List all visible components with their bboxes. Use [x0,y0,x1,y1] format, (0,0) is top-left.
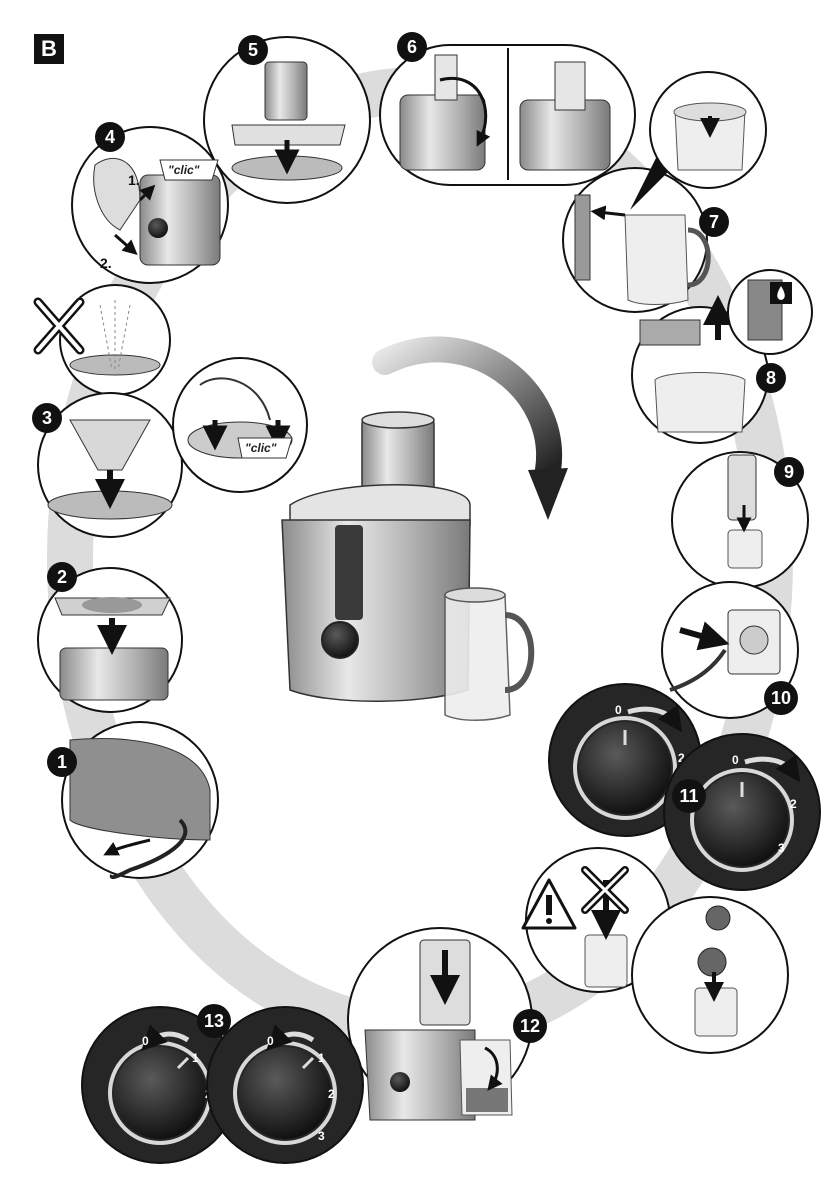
step-2-panel [37,567,183,713]
step-13-dial-b: 0 1 2 3 [206,1006,364,1164]
step-7-panel [562,150,711,313]
step-badge-13: 13 [197,1004,231,1038]
warning-triangle-icon [521,878,577,930]
step-7-detail-panel [649,71,767,189]
forbidden-panel [33,284,171,396]
svg-text:7: 7 [709,212,719,232]
dial-a-two: 2 [678,751,685,765]
dial-13a-one: 1 [192,1051,199,1065]
dial-13b-two: 2 [328,1087,335,1101]
dial-b-zero: 0 [732,753,739,767]
svg-text:8: 8 [766,368,776,388]
step-badge-12: 12 [513,1009,547,1043]
step-badge-10: 10 [764,681,798,715]
step-badge-5: 5 [238,35,268,65]
cross-icon [581,866,629,914]
step-3-detail-panel: "clic" [172,357,308,493]
cross-icon [33,297,85,355]
svg-text:4: 4 [105,127,115,147]
svg-text:13: 13 [204,1011,224,1031]
dial-b-three: 3 [778,841,785,855]
dial-13a-zero: 0 [142,1034,149,1048]
step-badge-9: 9 [774,457,804,487]
step-12-panel [347,927,533,1121]
step-badge-7: 7 [699,207,729,237]
sub-label-2: 2. [100,255,112,271]
step-11-dial-b: 0 2 3 [663,733,821,891]
step-3-panel [37,392,183,538]
step-6-panel [379,44,636,186]
svg-text:1: 1 [57,752,67,772]
dial-b-two: 2 [790,797,797,811]
clic-label: "clic" [168,163,200,177]
step-badge-2: 2 [47,562,77,592]
step-9-panel [671,451,809,589]
step-8-panel [631,295,769,444]
svg-text:3: 3 [42,408,52,428]
svg-text:10: 10 [771,688,791,708]
step-11-dial-a: 0 2 [548,683,702,837]
dial-13b-three: 3 [318,1129,325,1143]
step-badge-11: 11 [672,779,706,813]
dial-a-zero: 0 [615,703,622,717]
step-badge-1: 1 [47,747,77,777]
clic-label-2: "clic" [245,441,277,455]
step-12-fruit-panel [631,896,789,1054]
drop-icon [770,282,792,304]
step-5-panel [203,36,371,204]
step-4-panel: 1. 2. "clic" [71,126,229,284]
step-1-panel [61,721,219,880]
svg-text:6: 6 [407,37,417,57]
step-10-panel [661,581,799,719]
sub-label-1: 1. [128,172,140,188]
section-label: B [34,34,64,64]
dial-13b-zero: 0 [267,1034,274,1048]
step-badges: 1 2 3 4 5 6 7 8 9 10 11 12 13 [32,32,804,1043]
step-badge-4: 4 [95,122,125,152]
step-badge-8: 8 [756,363,786,393]
step-8-detail-panel [727,269,813,355]
svg-text:9: 9 [784,462,794,482]
svg-text:11: 11 [679,786,698,806]
svg-text:5: 5 [248,40,258,60]
juicer-illustration [281,336,568,721]
step-badge-6: 6 [397,32,427,62]
svg-text:12: 12 [520,1016,540,1036]
svg-text:2: 2 [57,567,67,587]
dial-13b-one: 1 [318,1051,325,1065]
step-badge-3: 3 [32,403,62,433]
